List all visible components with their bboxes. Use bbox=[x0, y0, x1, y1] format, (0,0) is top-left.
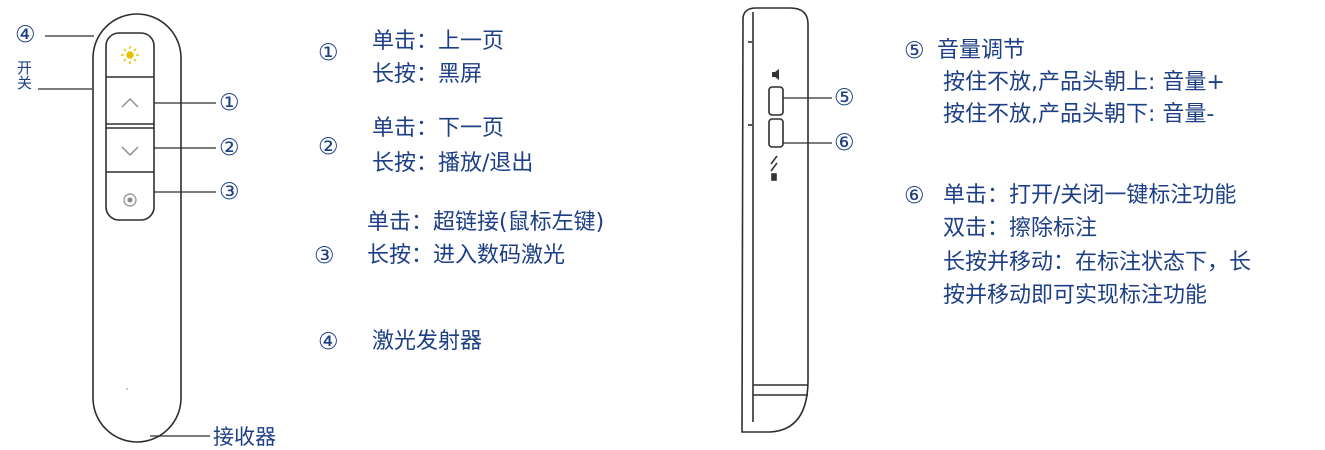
dot-button-icon bbox=[123, 193, 137, 207]
pen-icon bbox=[770, 155, 778, 181]
presenter-side-view bbox=[741, 7, 809, 433]
presenter-front-view bbox=[92, 13, 182, 443]
callout-3: ③ bbox=[219, 179, 240, 205]
desc-5-title: 音量调节 bbox=[937, 38, 1026, 63]
desc-6-number: ⑥ bbox=[904, 183, 925, 209]
desc-3-number: ③ bbox=[314, 243, 335, 269]
chevron-up-icon bbox=[121, 98, 139, 108]
desc-1-line-1: 单击：上一页 bbox=[372, 29, 505, 54]
button-panel bbox=[105, 32, 155, 221]
volume-icon bbox=[772, 69, 779, 80]
desc-4-number: ④ bbox=[318, 329, 339, 355]
side-body-outline bbox=[741, 7, 809, 433]
annotation-button bbox=[768, 118, 784, 148]
callout-1: ① bbox=[219, 90, 240, 116]
desc-6-line-3: 长按并移动：在标注状态下，长 bbox=[943, 250, 1252, 275]
desc-1-number: ① bbox=[318, 40, 339, 66]
desc-4-line-1: 激光发射器 bbox=[372, 329, 483, 354]
callout-4: ④ bbox=[15, 22, 36, 48]
desc-3-line-2: 长按：进入数码激光 bbox=[367, 243, 566, 268]
presenter-body bbox=[92, 13, 182, 443]
desc-6-line-4: 按并移动即可实现标注功能 bbox=[943, 283, 1208, 308]
receiver-label: 接收器 bbox=[213, 425, 276, 449]
desc-5-line-1: 按住不放,产品头朝上: 音量+ bbox=[943, 70, 1225, 95]
switch-label: 开关 bbox=[15, 60, 33, 90]
desc-6-line-2: 双击：擦除标注 bbox=[943, 216, 1098, 241]
chevron-down-icon bbox=[121, 146, 139, 156]
desc-3-line-1: 单击：超链接(鼠标左键) bbox=[367, 210, 605, 235]
callout-5: ⑤ bbox=[834, 85, 855, 111]
desc-2-number: ② bbox=[318, 134, 339, 160]
desc-5-number: ⑤ bbox=[904, 38, 925, 64]
callout-2: ② bbox=[219, 135, 240, 161]
desc-5-line-2: 按住不放,产品头朝下: 音量- bbox=[943, 102, 1215, 127]
desc-2-line-1: 单击：下一页 bbox=[372, 116, 505, 141]
desc-6-line-1: 单击：打开/关闭一键标注功能 bbox=[943, 183, 1237, 208]
callout-6: ⑥ bbox=[834, 130, 855, 156]
laser-icon bbox=[121, 46, 139, 64]
desc-1-line-2: 长按：黑屏 bbox=[372, 62, 483, 87]
volume-button bbox=[768, 86, 784, 116]
desc-2-line-2: 长按：播放/退出 bbox=[372, 151, 534, 176]
